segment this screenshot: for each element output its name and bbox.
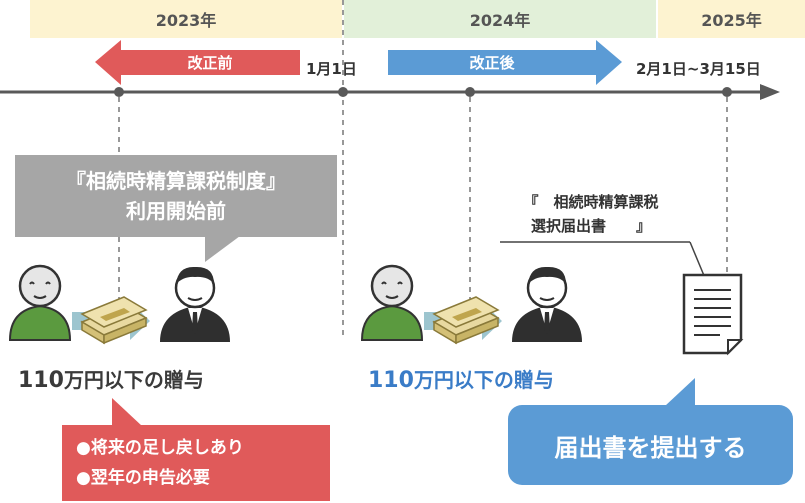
- timeline-point-jan1: [338, 87, 348, 97]
- consequence-item: ●将来の足し戻しあり: [76, 433, 244, 463]
- blue-bubble-tail: [665, 378, 695, 406]
- elderly-giver-icon-after: [360, 264, 424, 341]
- consequence-text: 翌年の申告必要: [90, 468, 210, 488]
- before-status-line2: 利用開始前: [126, 199, 226, 223]
- note-leader-line: [689, 241, 706, 279]
- before-status-bubble: 『相続時精算課税制度』 利用開始前: [15, 155, 337, 237]
- gift-label-after: 110万円以下の贈与: [368, 364, 554, 393]
- receiver-icon-after: [512, 266, 582, 342]
- year-band-2025: 2025年: [658, 0, 805, 38]
- document-icon: [682, 273, 744, 356]
- year-label-2024: 2024年: [469, 11, 531, 30]
- gift-amount-after: 110: [368, 368, 414, 393]
- election-form-note-line1: 『 相続時精算課税: [523, 193, 659, 211]
- before-arrow-label: 改正前: [187, 54, 233, 72]
- elderly-giver-icon-before: [8, 264, 72, 341]
- red-bubble-body: [62, 425, 330, 501]
- submit-form-bubble: 届出書を提出する: [508, 405, 793, 485]
- year-band-2023: 2023年: [30, 0, 342, 38]
- gift-amount-before: 110: [18, 368, 64, 393]
- money-stack-icon-before: [80, 296, 148, 345]
- bullet-icon: ●: [76, 438, 91, 458]
- timeline-arrowhead: [760, 84, 780, 100]
- gift-text-before: 万円以下の贈与: [63, 368, 204, 392]
- bullet-icon: ●: [76, 468, 91, 488]
- consequence-text: 将来の足し戻しあり: [90, 438, 244, 458]
- after-arrow: [388, 40, 622, 85]
- gray-bubble-body: [15, 155, 337, 237]
- timeline-point-filing: [722, 87, 732, 97]
- after-arrow-label: 改正後: [469, 54, 515, 72]
- gift-text-after: 万円以下の贈与: [413, 368, 554, 392]
- election-form-note: 『 相続時精算課税 選択届出書 』: [486, 190, 696, 238]
- timeline-point-before: [114, 87, 124, 97]
- money-stack-icon-after: [432, 296, 500, 345]
- year-label-2025: 2025年: [701, 11, 762, 30]
- receiver-icon-before: [160, 266, 230, 342]
- red-bubble-tail: [112, 398, 142, 426]
- date-jan1-label: 1月1日: [306, 60, 357, 78]
- before-status-line1: 『相続時精算課税制度』: [66, 169, 286, 193]
- election-form-note-line2: 選択届出書 』: [530, 217, 651, 235]
- gift-label-before: 110万円以下の贈与: [18, 364, 204, 393]
- submit-form-text: 届出書を提出する: [554, 433, 747, 462]
- gray-bubble-tail: [205, 236, 240, 262]
- date-filing-label: 2月1日~3月15日: [636, 60, 761, 78]
- blue-bubble-body: [508, 405, 793, 485]
- consequences-list: ●将来の足し戻しあり ●翌年の申告必要: [76, 433, 244, 493]
- before-arrow: [95, 40, 300, 85]
- year-label-2023: 2023年: [155, 11, 217, 30]
- timeline-point-after: [465, 87, 475, 97]
- year-band-2024: 2024年: [344, 0, 656, 38]
- consequence-item: ●翌年の申告必要: [76, 463, 244, 493]
